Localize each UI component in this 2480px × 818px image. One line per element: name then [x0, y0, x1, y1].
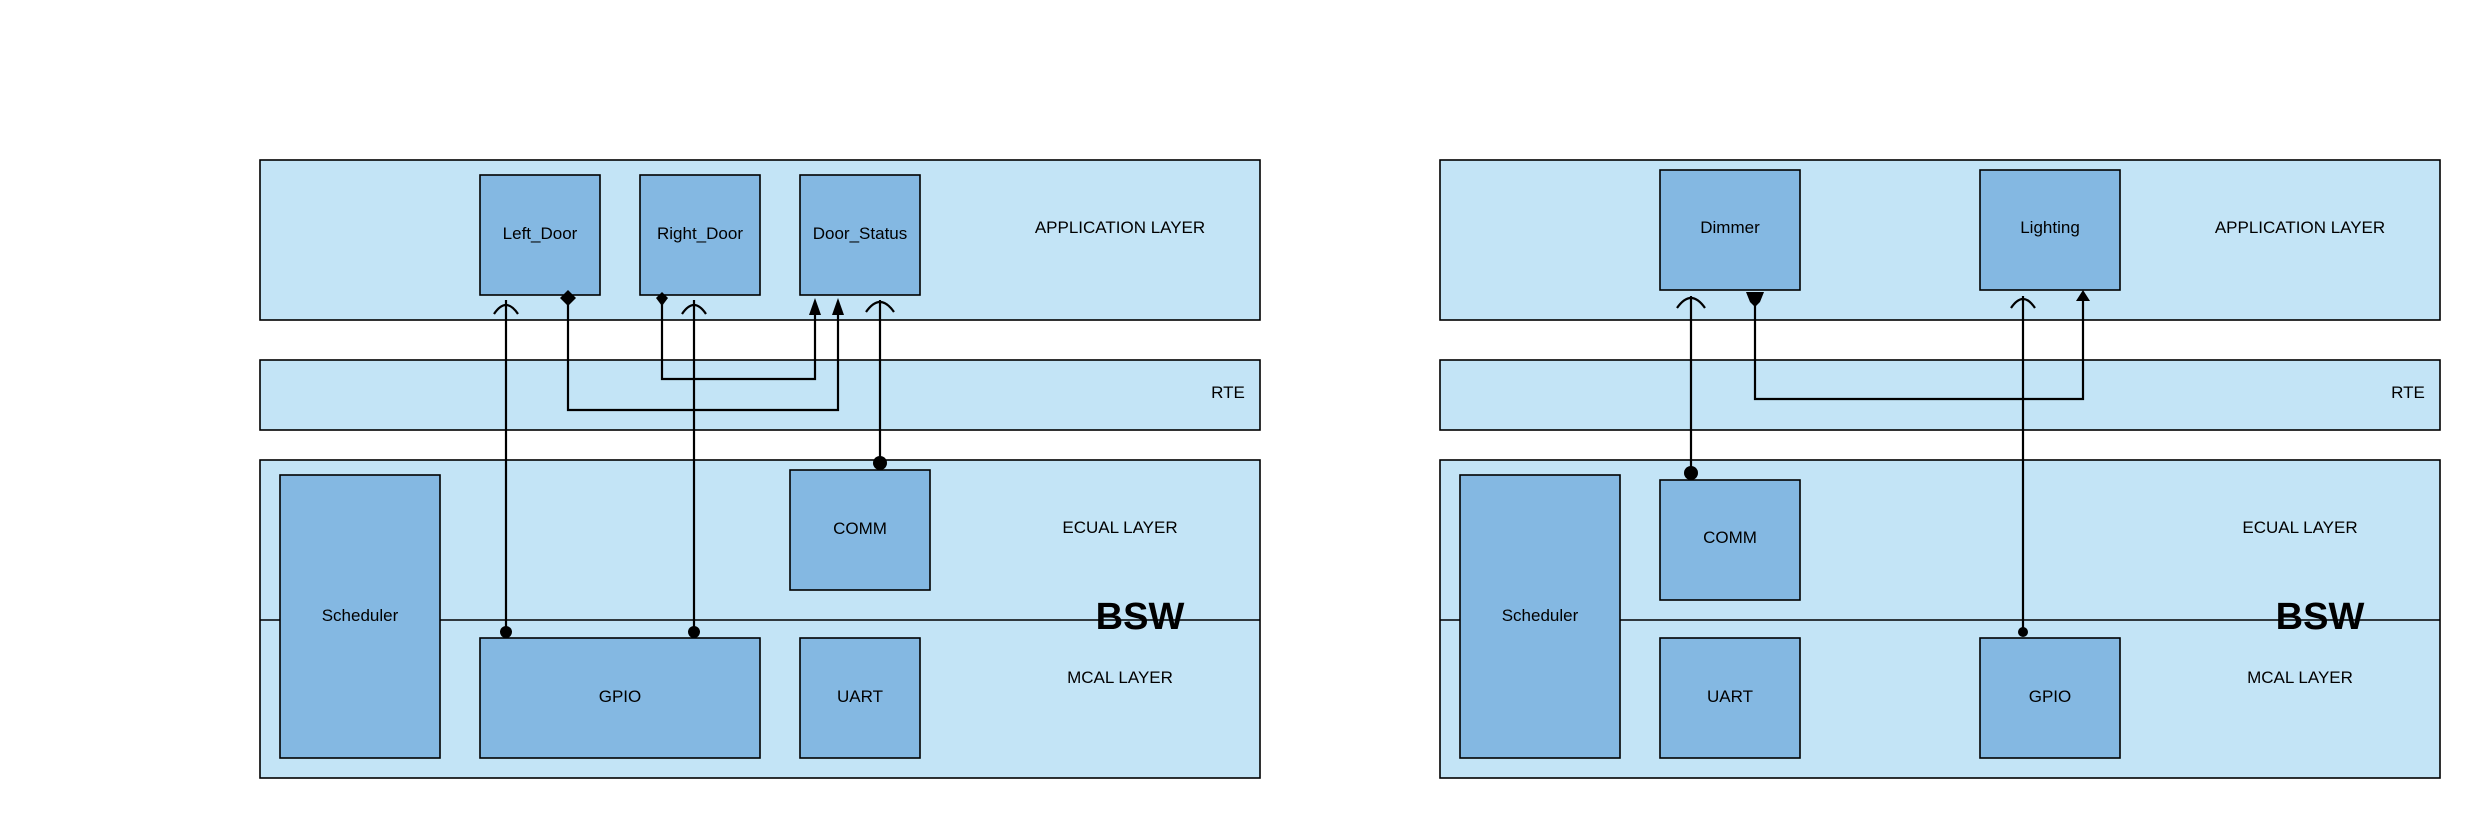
lighting-receiver-arrow-icon [2076, 290, 2090, 301]
right-gpio-component[interactable] [1979, 637, 2121, 759]
left-uart-component[interactable] [799, 637, 921, 759]
right-application-layer [1439, 159, 2441, 321]
right-comm-port-icon [1684, 466, 1698, 480]
dimmer-sender-port-icon [1746, 292, 1764, 307]
right-uart-label: UART [1707, 687, 1753, 706]
left-gpio-label: GPIO [599, 687, 642, 706]
right-door-label: Right_Door [657, 224, 743, 243]
right-gpio-port-icon [2018, 627, 2028, 637]
lighting-component[interactable] [1979, 169, 2121, 291]
right-application-layer-label: APPLICATION LAYER [2215, 218, 2385, 237]
right-gpio-label: GPIO [2029, 687, 2072, 706]
dimmer-label: Dimmer [1700, 218, 1760, 237]
left-rte-layer [259, 359, 1261, 431]
door-status-label: Door_Status [813, 224, 908, 243]
right-rte-layer [1439, 359, 2441, 431]
door-status-arrow-icon-1 [809, 298, 821, 315]
left-comm-port-icon [873, 456, 887, 470]
left-uart-label: UART [837, 687, 883, 706]
right-scheduler-label: Scheduler [1502, 606, 1579, 625]
dimmer-lighting-connector [1753, 300, 2085, 401]
right-diagram: Dimmer Lighting Scheduler COMM UART GPIO… [1439, 159, 2441, 779]
right-door-component[interactable] [639, 174, 761, 296]
right-door-gpio-port-icon [688, 626, 700, 638]
right-ecual-layer-label: ECUAL LAYER [2242, 518, 2357, 537]
left-door-sender-port-icon [560, 290, 576, 306]
lighting-label: Lighting [2020, 218, 2080, 237]
right-comm-component[interactable] [1659, 479, 1801, 601]
left-door-component[interactable] [479, 174, 601, 296]
door-status-component[interactable] [799, 174, 921, 296]
left-door-label: Left_Door [503, 224, 578, 243]
right-door-gpio-socket-icon [681, 303, 707, 315]
right-door-sender-port-icon [656, 292, 668, 306]
left-scheduler-label: Scheduler [322, 606, 399, 625]
left-door-status-connector [566, 302, 840, 412]
right-scheduler-component[interactable] [1459, 474, 1621, 759]
dimmer-component[interactable] [1659, 169, 1801, 291]
left-ecual-layer-label: ECUAL LAYER [1062, 518, 1177, 537]
door-status-socket-icon [865, 300, 895, 313]
right-comm-label: COMM [1703, 528, 1757, 547]
right-mcal-layer-label: MCAL LAYER [2247, 668, 2353, 687]
right-door-status-connector [660, 302, 817, 381]
left-door-gpio-port-icon [500, 626, 512, 638]
left-rte-label: RTE [1211, 383, 1245, 402]
door-status-arrow-icon-2 [832, 298, 844, 315]
left-mcal-layer-label: MCAL LAYER [1067, 668, 1173, 687]
right-uart-component[interactable] [1659, 637, 1801, 759]
right-bsw-label: BSW [2276, 596, 2365, 638]
left-application-layer-label: APPLICATION LAYER [1035, 218, 1205, 237]
left-comm-component[interactable] [789, 469, 931, 591]
left-comm-label: COMM [833, 519, 887, 538]
left-gpio-component[interactable] [479, 637, 761, 759]
lighting-socket-icon [2010, 297, 2036, 309]
left-diagram: Left_Door Right_Door Door_Status Schedul… [259, 159, 1261, 779]
left-bsw-label: BSW [1096, 596, 1185, 638]
left-door-gpio-socket-icon [493, 303, 519, 315]
dimmer-socket-icon [1676, 296, 1706, 309]
right-rte-label: RTE [2391, 383, 2425, 402]
left-scheduler-component[interactable] [279, 474, 441, 759]
